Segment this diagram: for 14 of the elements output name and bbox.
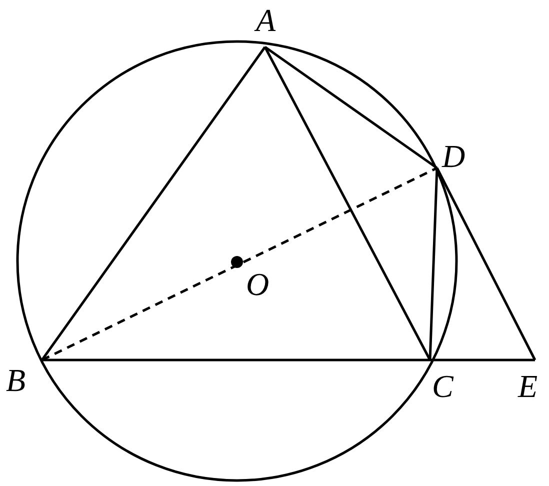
point-label: E <box>518 370 538 402</box>
line-segment <box>264 46 438 170</box>
point-label: C <box>432 370 454 402</box>
line-segment <box>428 168 438 360</box>
point-label: B <box>6 364 26 396</box>
line-segment <box>42 358 430 362</box>
dashed-line-segment <box>41 166 438 362</box>
point-label: A <box>256 4 276 36</box>
point-label: D <box>442 140 466 172</box>
line-segment <box>436 167 536 361</box>
line-segment <box>40 46 266 361</box>
line-segment <box>430 358 535 362</box>
point-label: O <box>246 268 270 300</box>
line-segment <box>264 46 432 361</box>
